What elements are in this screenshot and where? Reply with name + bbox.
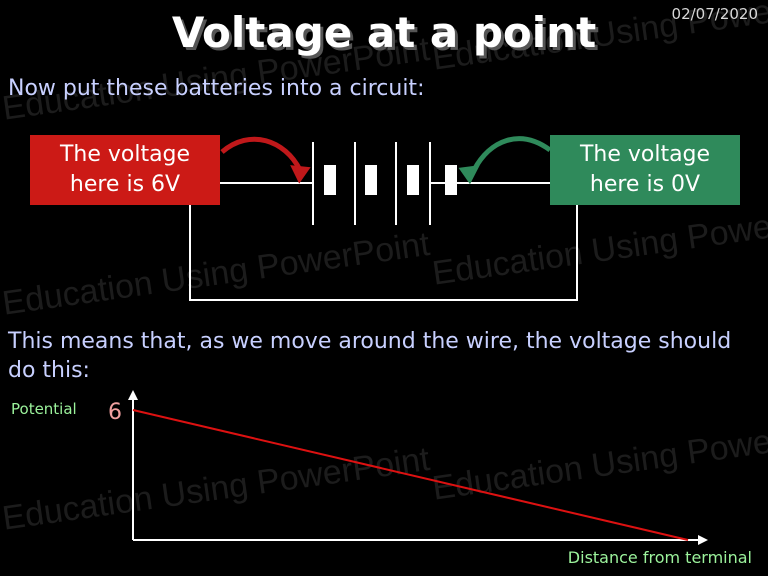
y-axis-arrow-icon [128,390,138,400]
box-text-line: The voltage [59,142,191,167]
red-arrow-icon [220,136,303,172]
x-axis-label: Distance from terminal [567,548,752,567]
x-axis-arrow-icon [698,535,708,545]
y-axis-label: Potential [11,400,77,418]
box-text-line: The voltage [579,142,711,167]
battery-short-plate [445,165,457,195]
red-arrow-head-icon [290,165,311,184]
box-text-line: here is 6V [69,172,181,197]
potential-line [132,409,689,541]
green-arrow-head-icon [458,165,480,185]
intro-text: Now put these batteries into a circuit: [8,76,425,101]
battery-short-plate [407,165,419,195]
battery-short-plate [324,165,336,195]
circuit-wire [189,205,578,301]
y-axis-tick-label: 6 [108,400,122,425]
slide-date: 02/07/2020 [671,5,758,23]
slide-title: Voltage at a point [171,8,597,57]
green-arrow-icon [471,136,552,172]
explanation-text: This means that, as we move around the w… [8,329,732,383]
battery-short-plate [365,165,377,195]
box-text-line: here is 0V [589,172,701,197]
voltage-6v-box: The voltage here is 6V [30,135,220,205]
voltage-0v-box: The voltage here is 0V [550,135,740,205]
